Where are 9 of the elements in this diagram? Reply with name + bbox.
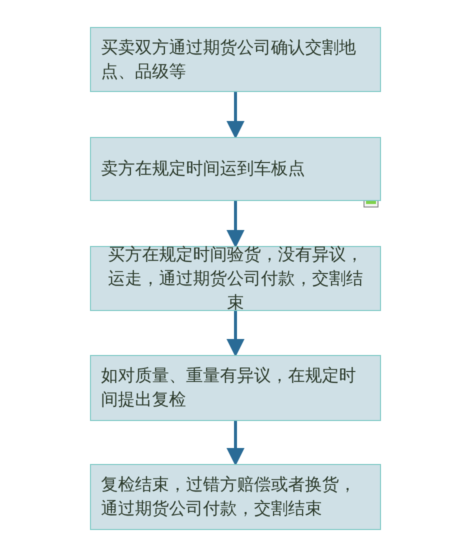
arrow <box>226 421 244 466</box>
arrow <box>226 311 244 357</box>
process-box: 复检结束，过错方赔偿或者换货，通过期货公司付款，交割结束 <box>90 464 381 530</box>
process-box: 买卖双方通过期货公司确认交割地点、品级等 <box>90 27 381 92</box>
process-box: 卖方在规定时间运到车板点 <box>90 137 381 201</box>
process-box: 如对质量、重量有异议，在规定时间提出复检 <box>90 355 381 421</box>
arrow <box>226 201 244 248</box>
process-box: 买方在规定时间验货，没有异议，运走，通过期货公司付款，交割结束 <box>90 246 381 311</box>
arrow <box>226 92 244 139</box>
